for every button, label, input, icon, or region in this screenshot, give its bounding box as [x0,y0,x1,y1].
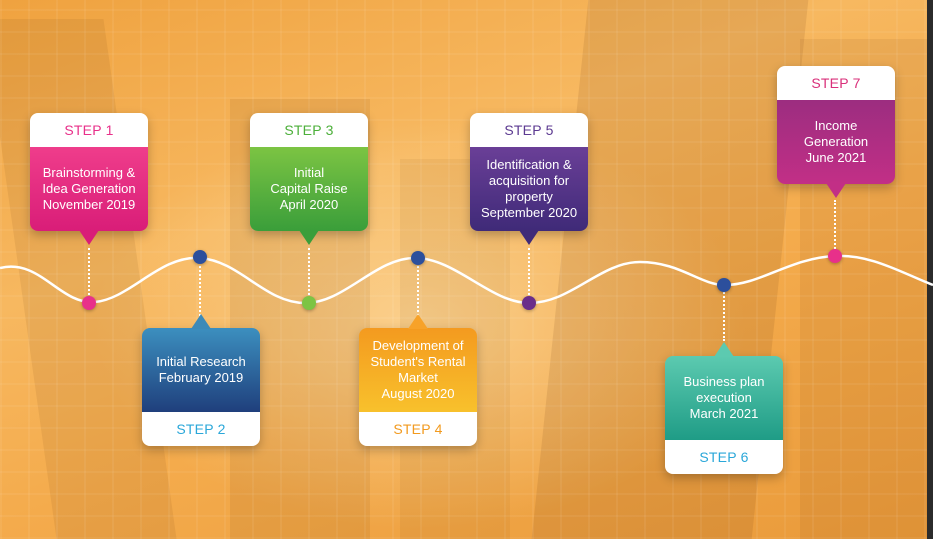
step1-pointer [79,230,99,245]
step3-dot [302,296,316,310]
step6-body: Business plan execution March 2021 [665,356,783,440]
step4-pointer [408,314,428,329]
step6-label: STEP 6 [665,440,783,474]
step2-dot [193,250,207,264]
step3-card: STEP 3 Initial Capital Raise April 2020 [250,113,368,245]
step4-dot [411,251,425,265]
step1-body: Brainstorming & Idea Generation November… [30,147,148,231]
step4-connector [417,258,419,316]
step1-card: STEP 1 Brainstorming & Idea Generation N… [30,113,148,245]
step5-dot [522,296,536,310]
step6-card: Business plan execution March 2021 STEP … [665,342,783,474]
step2-label: STEP 2 [142,412,260,446]
step4-label: STEP 4 [359,412,477,446]
step7-body: Income Generation June 2021 [777,100,895,184]
step1-dot [82,296,96,310]
step3-connector [308,248,310,303]
step6-pointer [714,342,734,357]
step5-pointer [519,230,539,245]
step4-body: Development of Student's Rental Market A… [359,328,477,412]
step1-connector [88,248,90,303]
step3-body: Initial Capital Raise April 2020 [250,147,368,231]
step7-connector [834,200,836,256]
step3-pointer [299,230,319,245]
step2-body: Initial Research February 2019 [142,328,260,412]
step4-card: Development of Student's Rental Market A… [359,314,477,446]
step1-label: STEP 1 [30,113,148,147]
step2-card: Initial Research February 2019 STEP 2 [142,314,260,446]
step5-connector [528,248,530,303]
right-edge-bar [927,0,933,539]
step5-label: STEP 5 [470,113,588,147]
step7-label: STEP 7 [777,66,895,100]
step2-connector [199,258,201,316]
step5-body: Identification & acquisition for propert… [470,147,588,231]
step7-pointer [826,183,846,198]
step7-card: STEP 7 Income Generation June 2021 [777,66,895,198]
step2-pointer [191,314,211,329]
step6-dot [717,278,731,292]
step6-connector [723,285,725,341]
step5-card: STEP 5 Identification & acquisition for … [470,113,588,245]
step7-dot [828,249,842,263]
step3-label: STEP 3 [250,113,368,147]
